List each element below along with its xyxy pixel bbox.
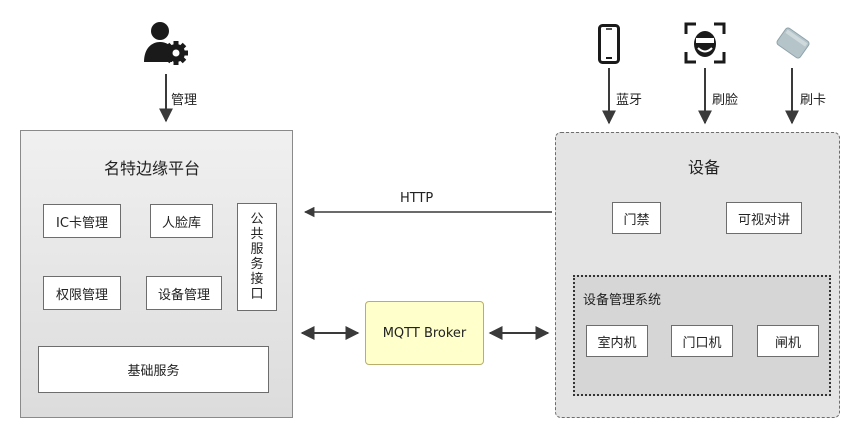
gate-box: 闸机 [757, 325, 819, 357]
public-api-char: 服 [250, 242, 264, 257]
platform-title: 名特边缘平台 [104, 159, 201, 178]
admin-gear-icon [144, 22, 188, 65]
bluetooth-label: 蓝牙 [616, 93, 643, 108]
phone-icon [598, 24, 620, 64]
manage-label: 管理 [171, 93, 198, 108]
device-title: 设备 [688, 158, 721, 177]
card-icon [776, 27, 810, 59]
video-intercom-box: 可视对讲 [726, 202, 802, 234]
http-label: HTTP [400, 191, 434, 206]
face-label: 刷脸 [712, 93, 739, 108]
public-api-char: 口 [250, 287, 264, 302]
base-service-box: 基础服务 [38, 346, 269, 393]
card-label: 刷卡 [800, 93, 827, 108]
public-service-interface-box: 公 共 服 务 接 口 [237, 203, 277, 311]
public-api-char: 共 [250, 227, 264, 242]
mqtt-broker-box: MQTT Broker [365, 301, 484, 365]
device-system-title: 设备管理系统 [583, 293, 662, 308]
public-api-char: 务 [250, 257, 264, 272]
door-unit-box: 门口机 [671, 325, 733, 357]
indoor-unit-box: 室内机 [586, 325, 648, 357]
face-library-box: 人脸库 [150, 204, 213, 238]
device-management-box: 设备管理 [146, 276, 222, 310]
public-api-char: 公 [250, 212, 264, 227]
public-api-char: 接 [250, 272, 264, 287]
face-scan-icon [684, 22, 726, 64]
access-control-box: 门禁 [612, 202, 661, 234]
permission-management-box: 权限管理 [43, 276, 121, 310]
ic-card-management-box: IC卡管理 [43, 204, 121, 238]
